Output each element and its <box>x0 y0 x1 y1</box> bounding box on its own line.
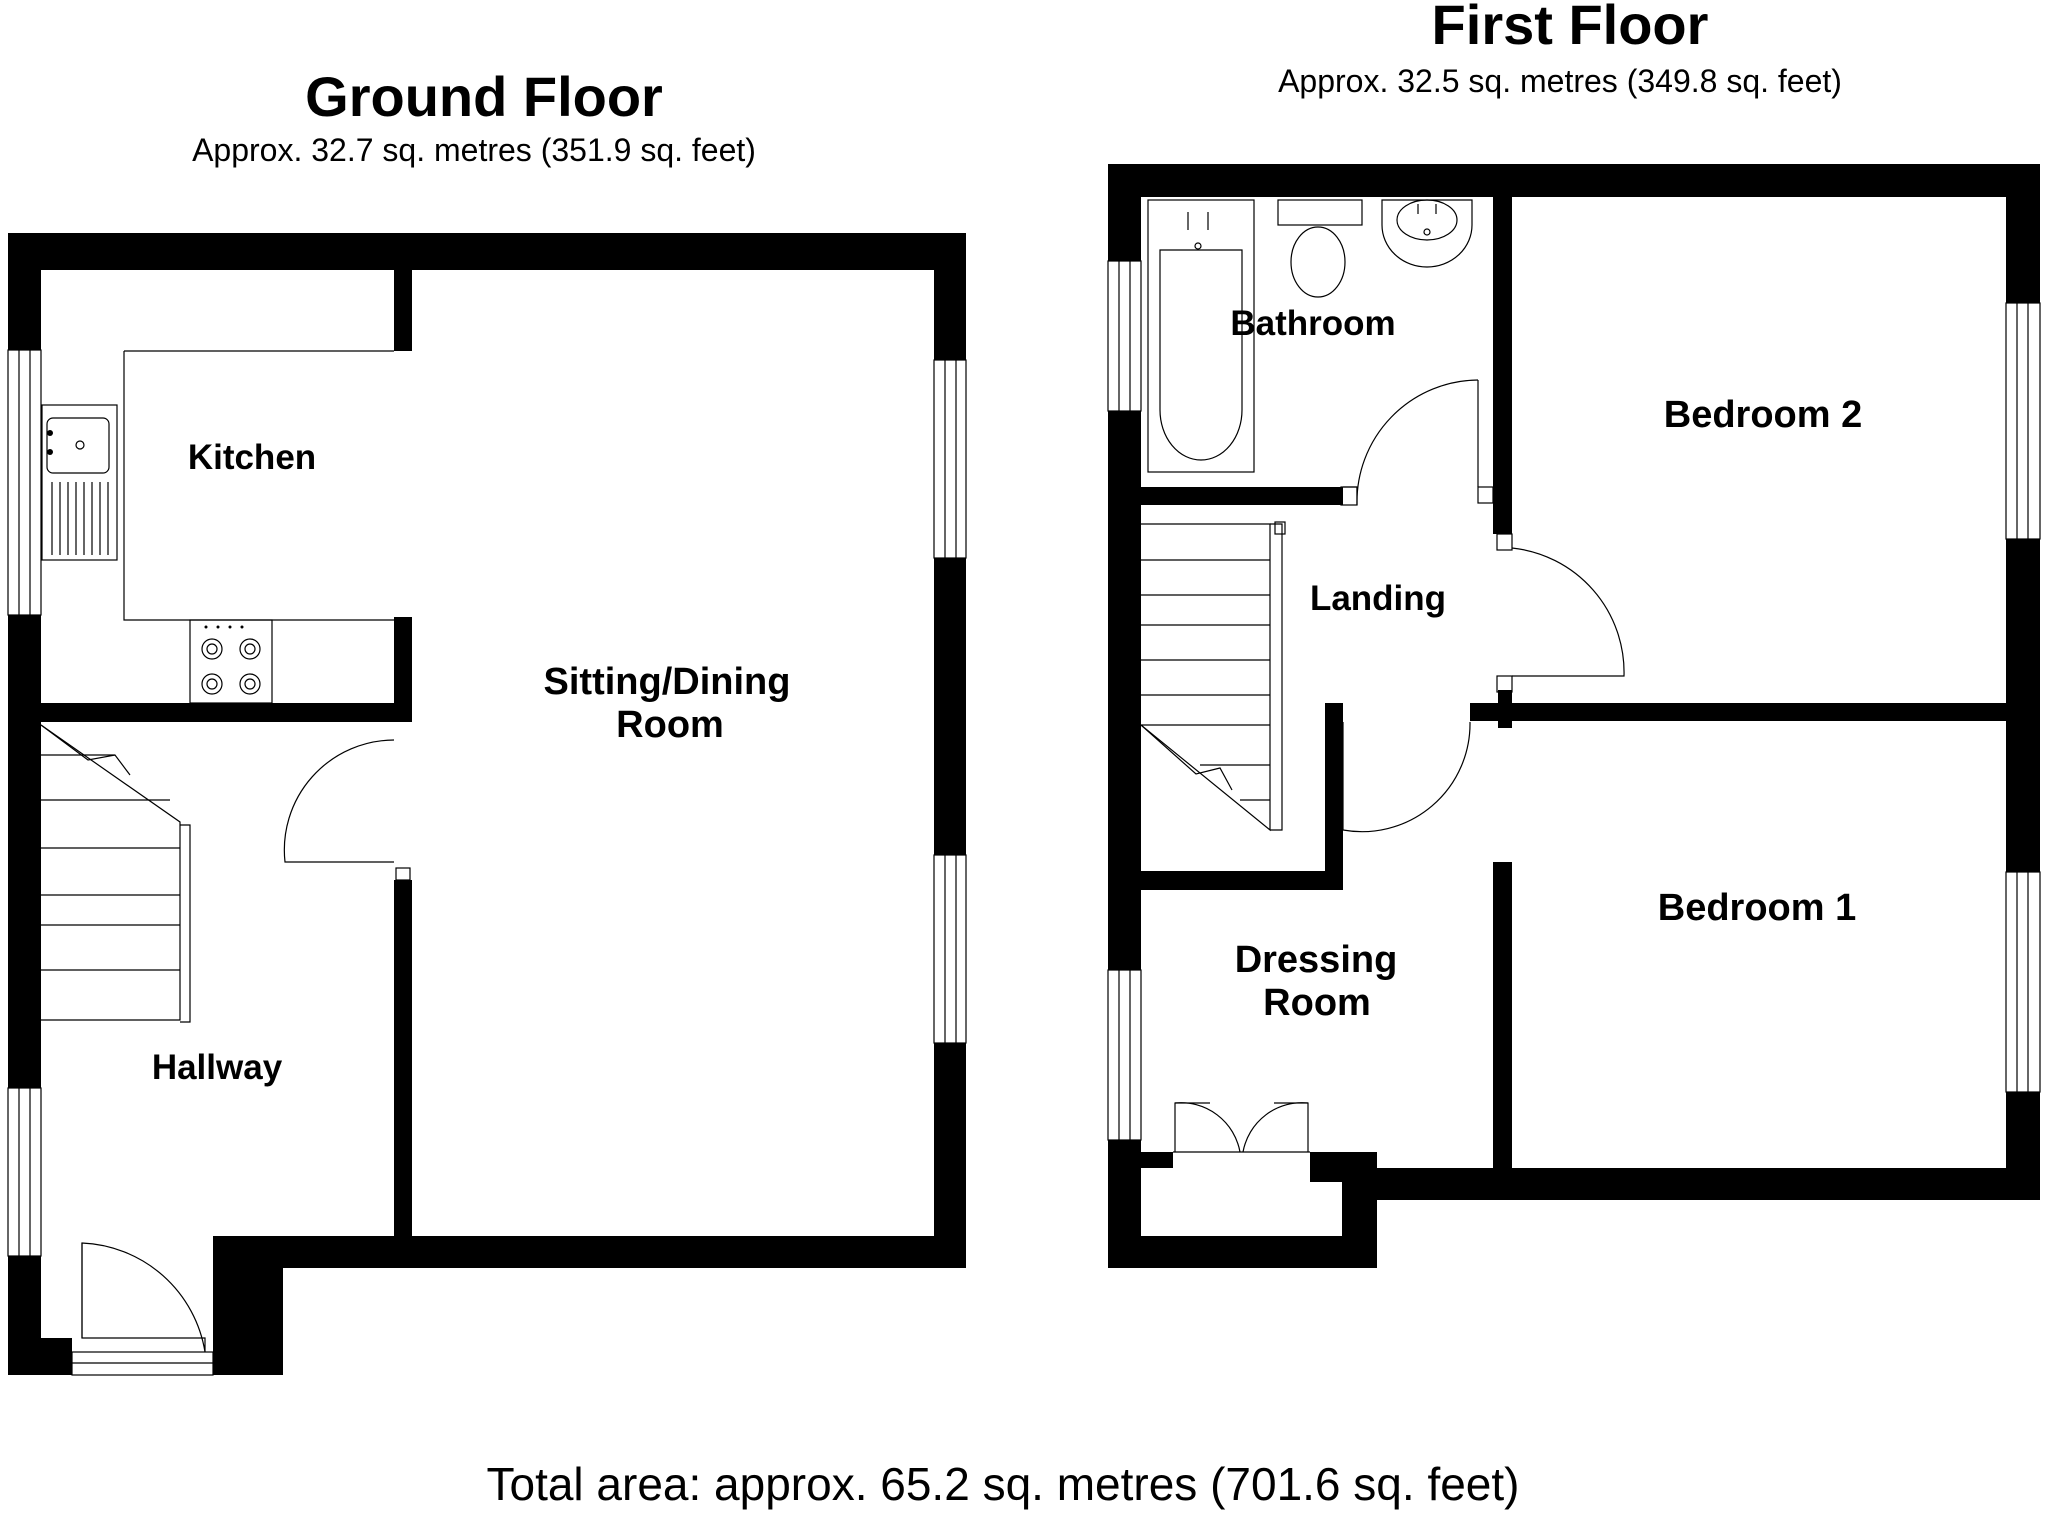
total-area: Total area: approx. 65.2 sq. metres (701… <box>486 1458 1519 1510</box>
sitting-window-lower <box>933 854 967 1044</box>
hallway-window <box>7 1087 42 1257</box>
ground-floor-area: Approx. 32.7 sq. metres (351.9 sq. feet) <box>192 132 756 168</box>
room-label-sitting-dining: Sitting/Dining <box>544 661 791 703</box>
sitting-window-upper <box>933 359 967 559</box>
room-label-hallway: Hallway <box>152 1048 283 1087</box>
bathroom-fittings <box>1147 199 1473 473</box>
bedroom2-window <box>2005 302 2041 540</box>
ground-floor-walls <box>8 233 966 1375</box>
kitchen-window <box>7 349 42 616</box>
toilet-icon <box>1277 199 1363 226</box>
room-label-dressing: Dressing <box>1235 939 1398 981</box>
ground-floor-stairs <box>40 724 191 1023</box>
room-label-sitting-dining-room: Room <box>616 704 724 746</box>
ground-floor-plan: Ground Floor Approx. 32.7 sq. metres (35… <box>7 65 967 1376</box>
room-label-landing: Landing <box>1310 579 1446 618</box>
first-floor-area: Approx. 32.5 sq. metres (349.8 sq. feet) <box>1278 63 1842 99</box>
first-floor-doors <box>1173 379 1625 1153</box>
room-label-bathroom: Bathroom <box>1230 304 1395 343</box>
room-label-bedroom-1: Bedroom 1 <box>1658 887 1856 929</box>
sink-icon <box>41 404 118 561</box>
kitchen-fittings <box>41 350 394 704</box>
bedroom1-window <box>2005 871 2041 1093</box>
first-floor-windows <box>1107 260 2041 1141</box>
dressing-room-window <box>1107 969 1142 1141</box>
bathroom-window <box>1107 260 1142 412</box>
room-label-bedroom-2: Bedroom 2 <box>1664 394 1862 436</box>
first-floor-title: First Floor <box>1432 0 1709 56</box>
basin-icon <box>1381 199 1473 268</box>
bath-icon <box>1147 199 1255 473</box>
room-label-kitchen: Kitchen <box>188 438 316 477</box>
first-floor-stairs <box>1140 521 1286 832</box>
ground-floor-windows <box>7 349 967 1257</box>
ground-floor-doors <box>71 708 411 1376</box>
hob-icon <box>189 619 273 704</box>
first-floor-plan: First Floor Approx. 32.5 sq. metres (349… <box>1107 0 2041 1268</box>
ground-floor-title: Ground Floor <box>305 65 663 128</box>
room-label-dressing-room: Room <box>1263 982 1371 1024</box>
